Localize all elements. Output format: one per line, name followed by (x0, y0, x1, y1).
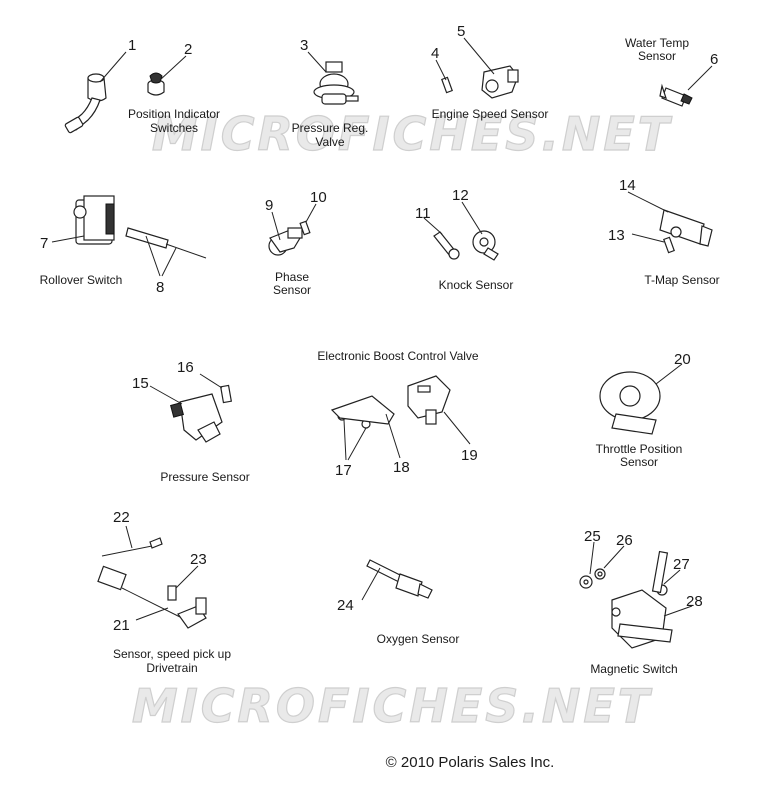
label-speed-pickup-2: Drivetrain (146, 661, 197, 675)
label-engine-speed: Engine Speed Sensor (432, 107, 549, 121)
callout-27: 27 (673, 556, 690, 573)
callout-16: 16 (177, 359, 194, 376)
callout-11: 11 (415, 205, 431, 222)
callout-18: 18 (393, 459, 410, 476)
label-boost-valve: Electronic Boost Control Valve (317, 349, 479, 363)
callout-7: 7 (40, 235, 48, 252)
label-tmap: T-Map Sensor (644, 273, 719, 287)
part-25-nut[interactable] (579, 575, 593, 589)
copyright: © 2010 Polaris Sales Inc. (386, 754, 555, 771)
part-16-screw[interactable] (219, 384, 233, 404)
callout-numbers: 1 2 3 4 5 6 7 8 9 10 11 12 13 14 15 16 1… (40, 23, 718, 634)
part-4-screw[interactable] (441, 76, 453, 94)
part-26-washer[interactable] (594, 568, 606, 580)
part-5-engine-speed-sensor[interactable] (481, 65, 519, 99)
callout-24: 24 (337, 597, 354, 614)
part-22-cable-tie[interactable] (101, 537, 163, 557)
callout-13: 13 (608, 227, 625, 244)
label-throttle-2: Sensor (620, 455, 658, 469)
callout-12: 12 (452, 187, 469, 204)
label-water-temp-1: Water Temp (625, 36, 689, 50)
callout-8: 8 (156, 279, 164, 296)
callout-1: 1 (128, 37, 136, 54)
label-phase-1: Phase (275, 270, 309, 284)
part-8-connector-pins[interactable] (125, 227, 207, 259)
label-water-temp-2: Sensor (638, 49, 676, 63)
label-position-indicator-2: Switches (150, 121, 198, 135)
label-position-indicator-1: Position Indicator (128, 107, 220, 121)
part-12-knock-sensor[interactable] (472, 230, 499, 261)
callout-23: 23 (190, 551, 207, 568)
callout-4: 4 (431, 45, 439, 62)
callout-9: 9 (265, 197, 273, 214)
label-pressure-reg-1: Pressure Reg. (292, 121, 369, 135)
callout-20: 20 (674, 351, 691, 368)
part-6-water-temp-sensor[interactable] (659, 83, 693, 107)
callout-21: 21 (113, 617, 130, 634)
part-labels: Position Indicator Switches Pressure Reg… (40, 36, 720, 676)
label-magnetic: Magnetic Switch (590, 662, 677, 676)
label-speed-pickup-1: Sensor, speed pick up (113, 647, 231, 661)
part-24-oxygen-sensor[interactable] (366, 559, 433, 599)
callout-5: 5 (457, 23, 465, 40)
part-11-bolt[interactable] (433, 231, 460, 260)
part-28-magnetic-switch[interactable] (611, 550, 673, 649)
label-pressure-sensor: Pressure Sensor (160, 470, 249, 484)
part-1-position-indicator-switch[interactable] (64, 73, 107, 134)
part-13-screw[interactable] (663, 236, 675, 254)
part-19-boost-control-valve[interactable] (407, 375, 451, 425)
watermark-top: MICROFICHES.NET (152, 107, 673, 161)
callout-28: 28 (686, 593, 703, 610)
callout-10: 10 (310, 189, 327, 206)
part-7-rollover-switch[interactable] (73, 195, 115, 245)
callout-15: 15 (132, 375, 149, 392)
callout-26: 26 (616, 532, 633, 549)
callout-14: 14 (619, 177, 636, 194)
part-15-pressure-sensor[interactable] (170, 393, 223, 443)
part-9-phase-sensor[interactable] (268, 227, 303, 256)
part-21-speed-pickup-sensor[interactable] (97, 565, 207, 629)
callout-22: 22 (113, 509, 130, 526)
part-14-tmap-sensor[interactable] (659, 209, 713, 247)
callout-6: 6 (710, 51, 718, 68)
watermark-bottom: MICROFICHES.NET (132, 679, 653, 733)
label-throttle-1: Throttle Position (596, 442, 683, 456)
callout-19: 19 (461, 447, 478, 464)
part-20-throttle-position-sensor[interactable] (599, 371, 661, 435)
callout-17: 17 (335, 462, 352, 479)
part-2-position-indicator-switch[interactable] (147, 72, 165, 96)
leader-lines (51, 37, 713, 621)
part-18-bracket[interactable] (330, 395, 395, 425)
label-phase-2: Sensor (273, 283, 311, 297)
callout-3: 3 (300, 37, 308, 54)
callout-2: 2 (184, 41, 192, 58)
label-oxygen: Oxygen Sensor (377, 632, 460, 646)
part-10-screw[interactable] (299, 220, 311, 236)
callout-25: 25 (584, 528, 601, 545)
label-rollover: Rollover Switch (40, 273, 123, 287)
part-23-screw[interactable] (167, 585, 177, 601)
label-pressure-reg-2: Valve (315, 135, 344, 149)
label-knock: Knock Sensor (439, 278, 514, 292)
part-3-pressure-reg-valve[interactable] (313, 61, 359, 105)
